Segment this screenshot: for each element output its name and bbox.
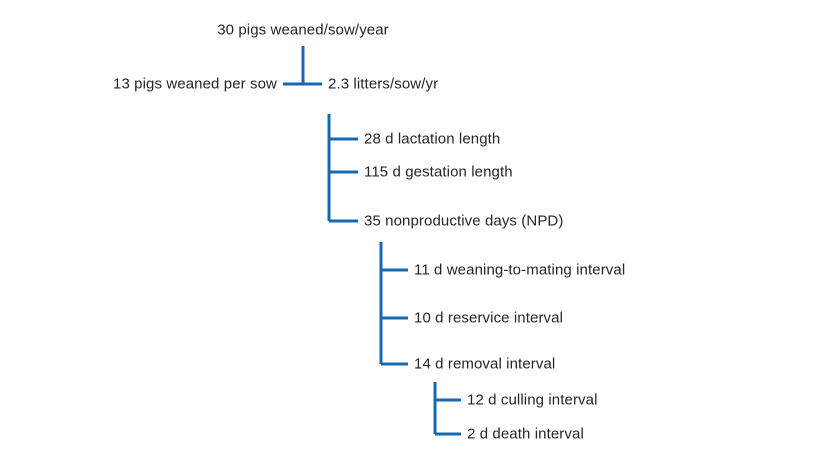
node-nonproductive-days: 35 nonproductive days (NPD) (364, 212, 564, 230)
node-lactation-length: 28 d lactation length (364, 130, 501, 148)
node-weaning-to-mating-interval: 11 d weaning-to-mating interval (414, 261, 626, 279)
node-culling-interval: 12 d culling interval (467, 391, 598, 409)
node-death-interval: 2 d death interval (467, 425, 584, 443)
node-removal-interval: 14 d removal interval (414, 355, 556, 373)
node-right-factor: 2.3 litters/sow/yr (328, 75, 439, 93)
node-root: 30 pigs weaned/sow/year (217, 21, 389, 39)
node-gestation-length: 115 d gestation length (364, 163, 513, 181)
node-left-factor: 13 pigs weaned per sow (113, 75, 277, 93)
node-reservice-interval: 10 d reservice interval (414, 309, 564, 327)
